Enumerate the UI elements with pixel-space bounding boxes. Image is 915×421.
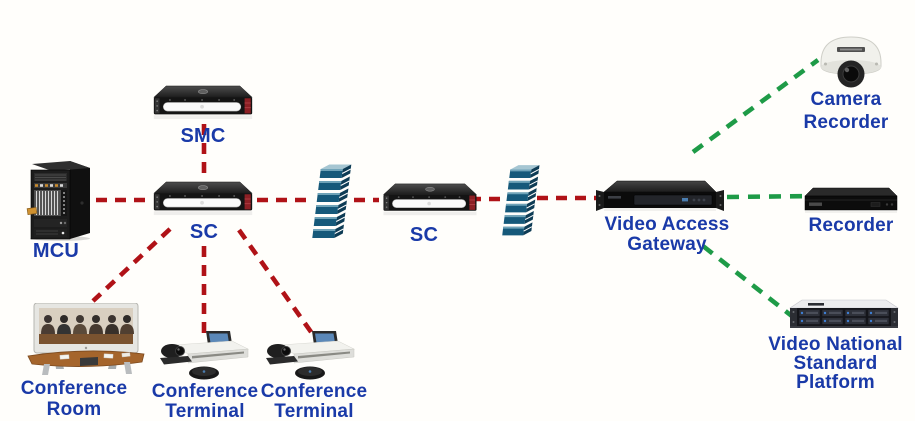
- conference-terminal-icon: [160, 331, 250, 380]
- firewall-icon: [502, 165, 540, 236]
- camera-recorder-label: Camera Recorder: [803, 89, 889, 133]
- link-gateway-platform: [701, 244, 795, 319]
- mcu-chassis-icon: [26, 161, 90, 241]
- mcu-label: MCU: [32, 240, 80, 262]
- dome-camera-icon: [820, 36, 882, 88]
- link-gateway-recorder: [726, 193, 816, 200]
- conference-terminal2-label: Conference Terminal: [260, 381, 368, 421]
- conference-room-label: Conference Room: [20, 378, 128, 420]
- firewall1-node: [311, 162, 355, 240]
- conference-terminal1-label: Conference Terminal: [151, 381, 259, 421]
- mcu-node: [24, 157, 96, 241]
- conference-terminal-icon: [266, 331, 356, 380]
- platform-label: Video National Standard Platform: [768, 334, 903, 393]
- link-sc-terminal2: [237, 228, 318, 341]
- storage-server-icon: [789, 299, 899, 328]
- telepresence-room-icon: [27, 303, 145, 375]
- conference-terminal1-node: [158, 331, 250, 381]
- camera-recorder-node: [817, 33, 885, 91]
- rack-server-icon: [382, 183, 478, 216]
- recorder-node: [803, 186, 899, 214]
- gateway-label: Video Access Gateway: [604, 214, 730, 255]
- link-sc-conference-room: [91, 227, 172, 303]
- smc-node: [151, 85, 255, 121]
- smc-label: SMC: [180, 125, 226, 147]
- gateway-node: [594, 177, 726, 213]
- gateway-1u-icon: [596, 180, 724, 211]
- recorder-box-icon: [804, 187, 898, 213]
- link-gateway-camera: [691, 58, 820, 154]
- sc1-label: SC: [189, 221, 219, 243]
- conference-room-node: [24, 303, 148, 377]
- sc2-label: SC: [409, 224, 439, 246]
- firewall-icon: [312, 164, 352, 238]
- sc2-node: [380, 183, 480, 217]
- platform-node: [788, 299, 900, 329]
- conference-terminal2-node: [264, 331, 356, 381]
- recorder-label: Recorder: [808, 215, 894, 236]
- firewall2-node: [501, 162, 543, 238]
- sc1-node: [151, 181, 255, 217]
- rack-server-icon: [153, 181, 253, 216]
- rack-server-icon: [153, 85, 253, 120]
